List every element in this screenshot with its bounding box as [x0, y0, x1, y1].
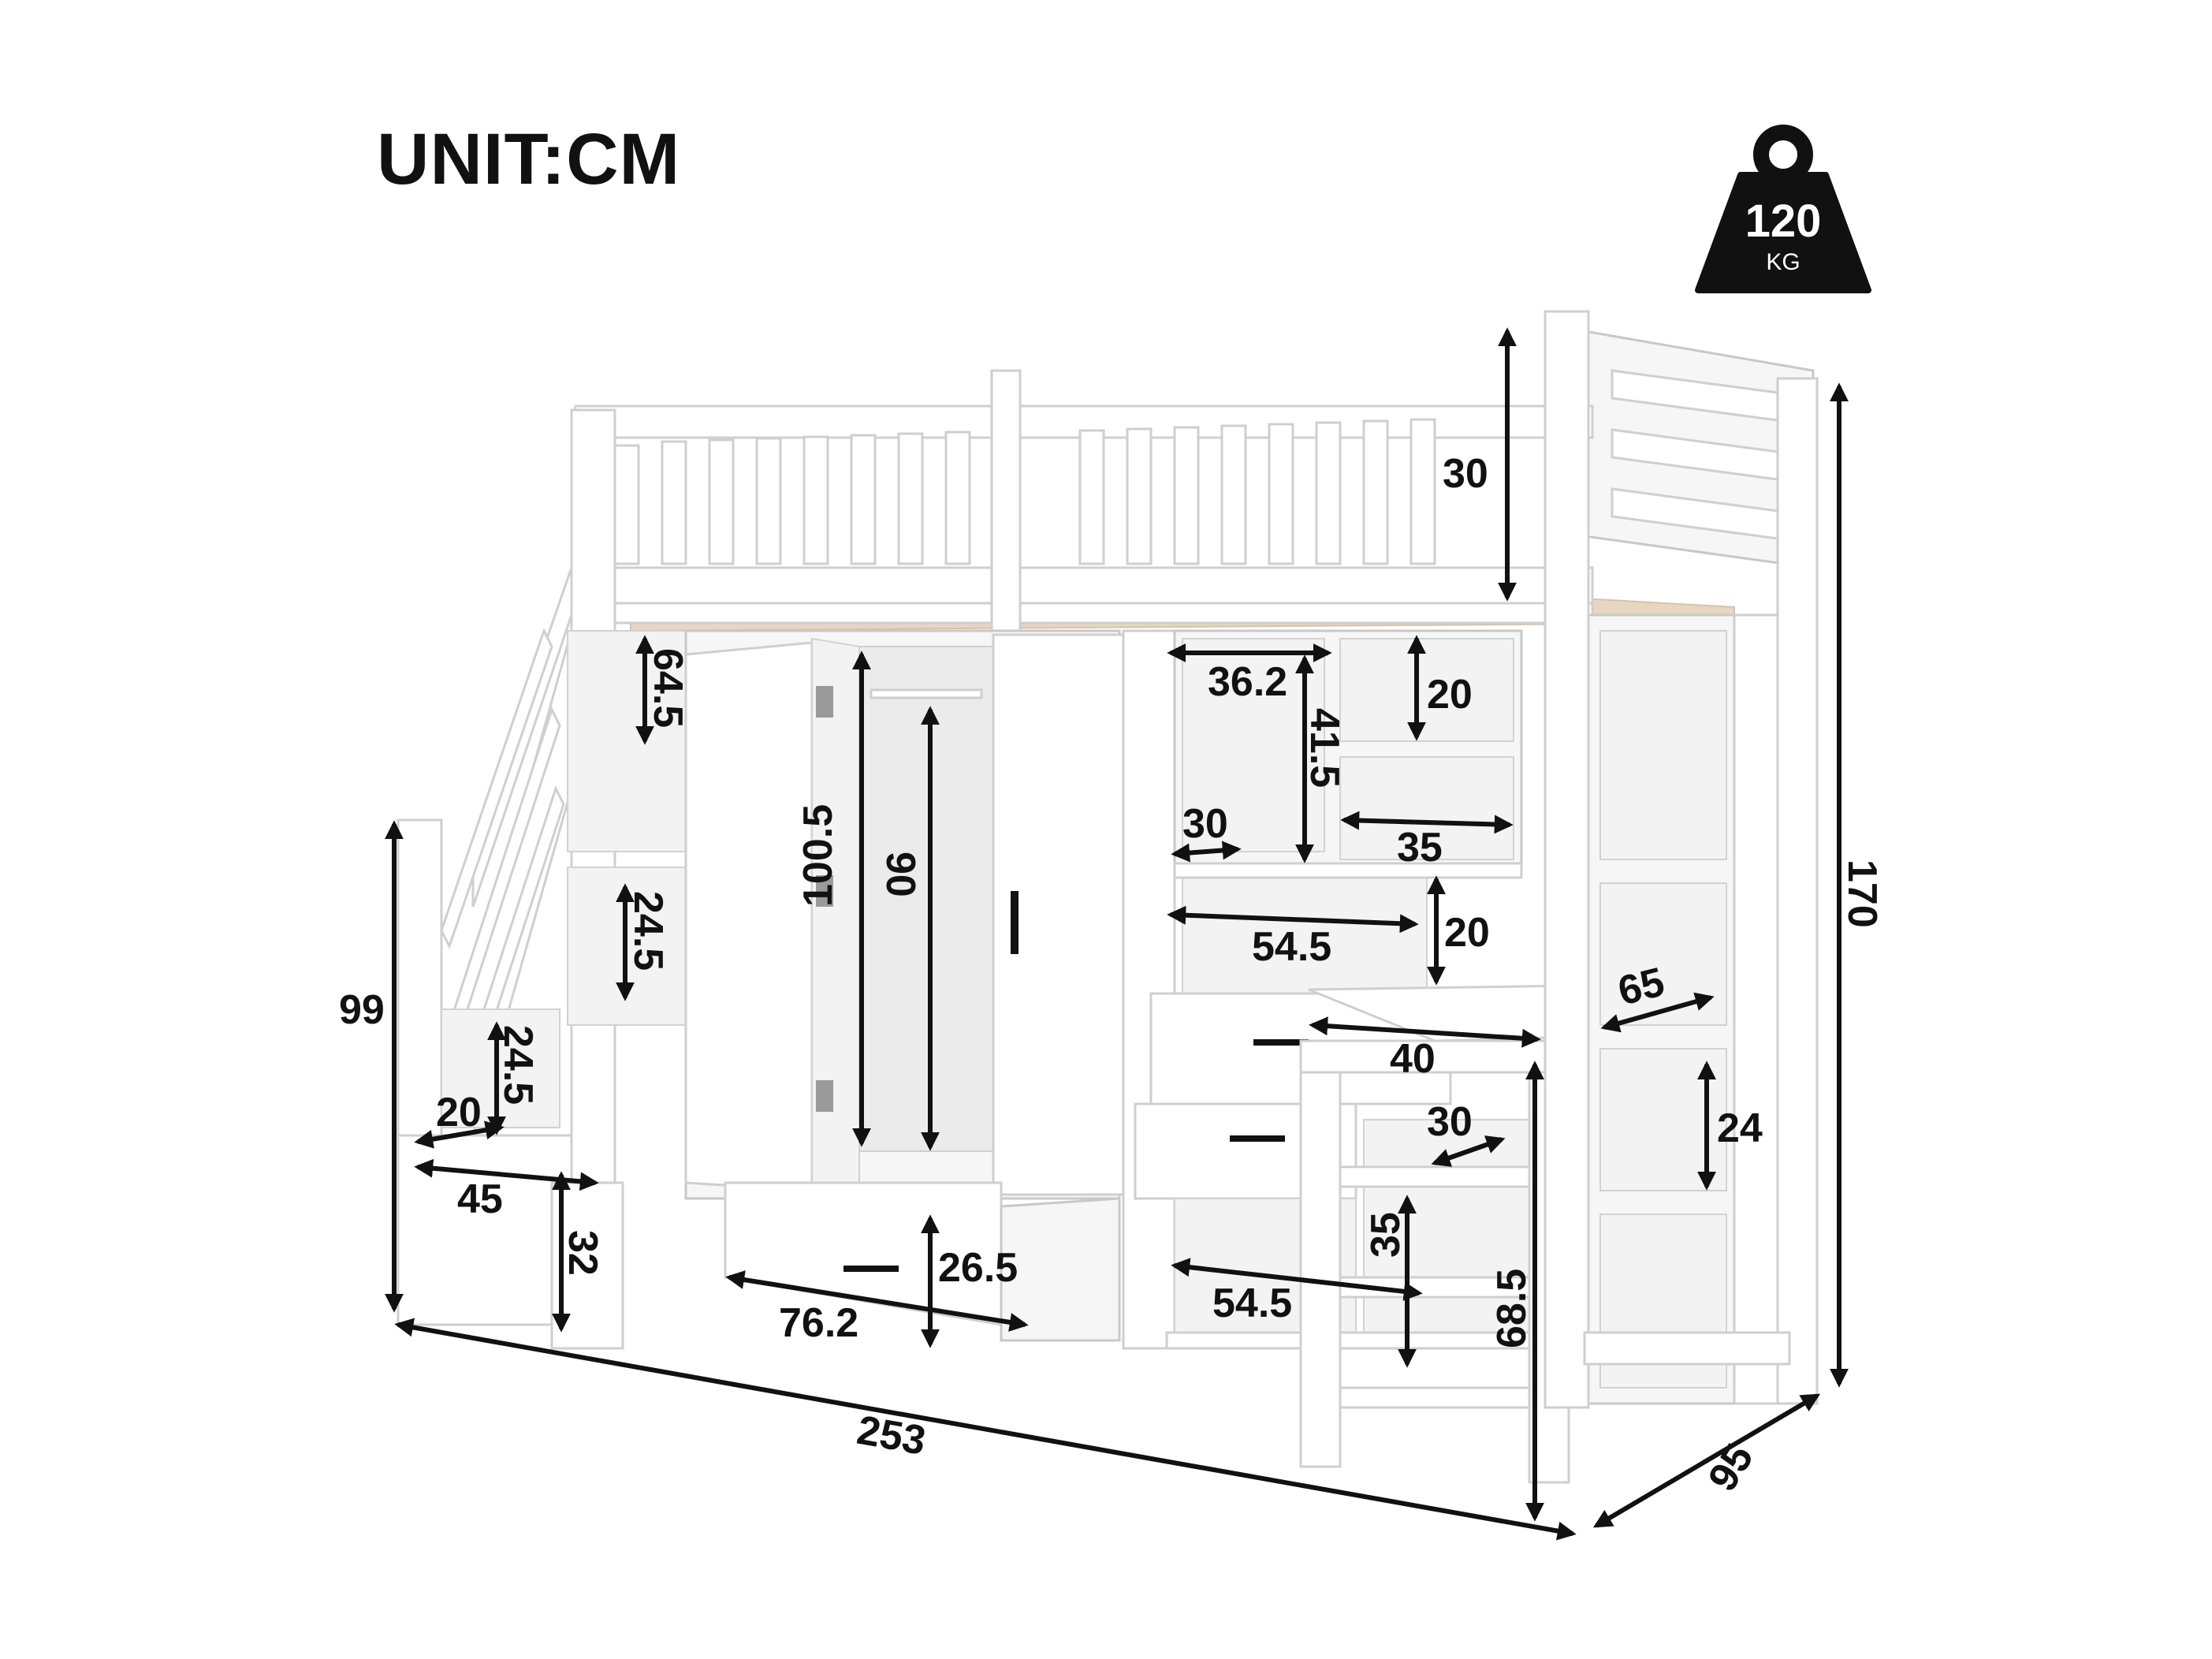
dimension-labels: 30 170 99 253 95 20 45 24.5 32 24.5 64.5…	[339, 451, 1885, 1499]
dimension-arrows	[385, 327, 1849, 1541]
dim-lower-shelf-width: 54.5	[1212, 1281, 1292, 1326]
dim-side-shelf-width: 30	[1427, 1099, 1473, 1145]
dim-shelf-wide-height: 20	[1444, 910, 1490, 956]
weight-unit: KG	[1766, 249, 1800, 275]
dim-side-cabinet-height: 24	[1717, 1105, 1763, 1151]
dim-lower-shelf-height: 35	[1363, 1212, 1409, 1258]
dim-stair-top-depth: 20	[436, 1090, 482, 1135]
dim-drawer-width: 76.2	[779, 1300, 858, 1346]
dim-shelf-mid-width: 35	[1397, 825, 1443, 871]
dim-guardrail-height: 30	[1443, 451, 1488, 497]
dim-stair-base-depth: 45	[457, 1176, 503, 1222]
dim-shelf-width-top: 36.2	[1208, 659, 1287, 705]
dim-hanging-rod: 90	[877, 852, 923, 897]
dim-ladder-height: 68.5	[1489, 1269, 1535, 1348]
dim-stair-step-lower: 24.5	[495, 1025, 541, 1105]
weight-value: 120	[1745, 196, 1822, 247]
dim-overall-depth: 95	[1700, 1437, 1763, 1500]
guardrail-slats	[613, 418, 1436, 565]
dim-stair-step-upper: 24.5	[625, 891, 671, 971]
dim-desk-depth: 65	[1614, 959, 1669, 1014]
dim-stair-bottom: 32	[560, 1230, 605, 1276]
loft-bed-illustration	[397, 310, 1819, 1484]
dim-shelf-wide-width: 54.5	[1252, 924, 1331, 970]
dim-top-storage: 64.5	[645, 648, 691, 728]
dim-overall-height: 170	[1839, 859, 1885, 928]
dim-shelf-height-top: 41.5	[1302, 708, 1347, 788]
dim-drawer-height: 26.5	[938, 1245, 1018, 1291]
weight-icon: 120 KG	[1695, 125, 1871, 293]
dim-shelf-small-width: 30	[1182, 801, 1228, 847]
dim-desk-width: 40	[1390, 1036, 1436, 1082]
dim-shelf-small-height: 20	[1427, 672, 1473, 718]
unit-label: UNIT:CM	[377, 119, 681, 199]
dim-stair-height: 99	[339, 987, 385, 1033]
dim-wardrobe-height: 100.5	[795, 804, 841, 907]
